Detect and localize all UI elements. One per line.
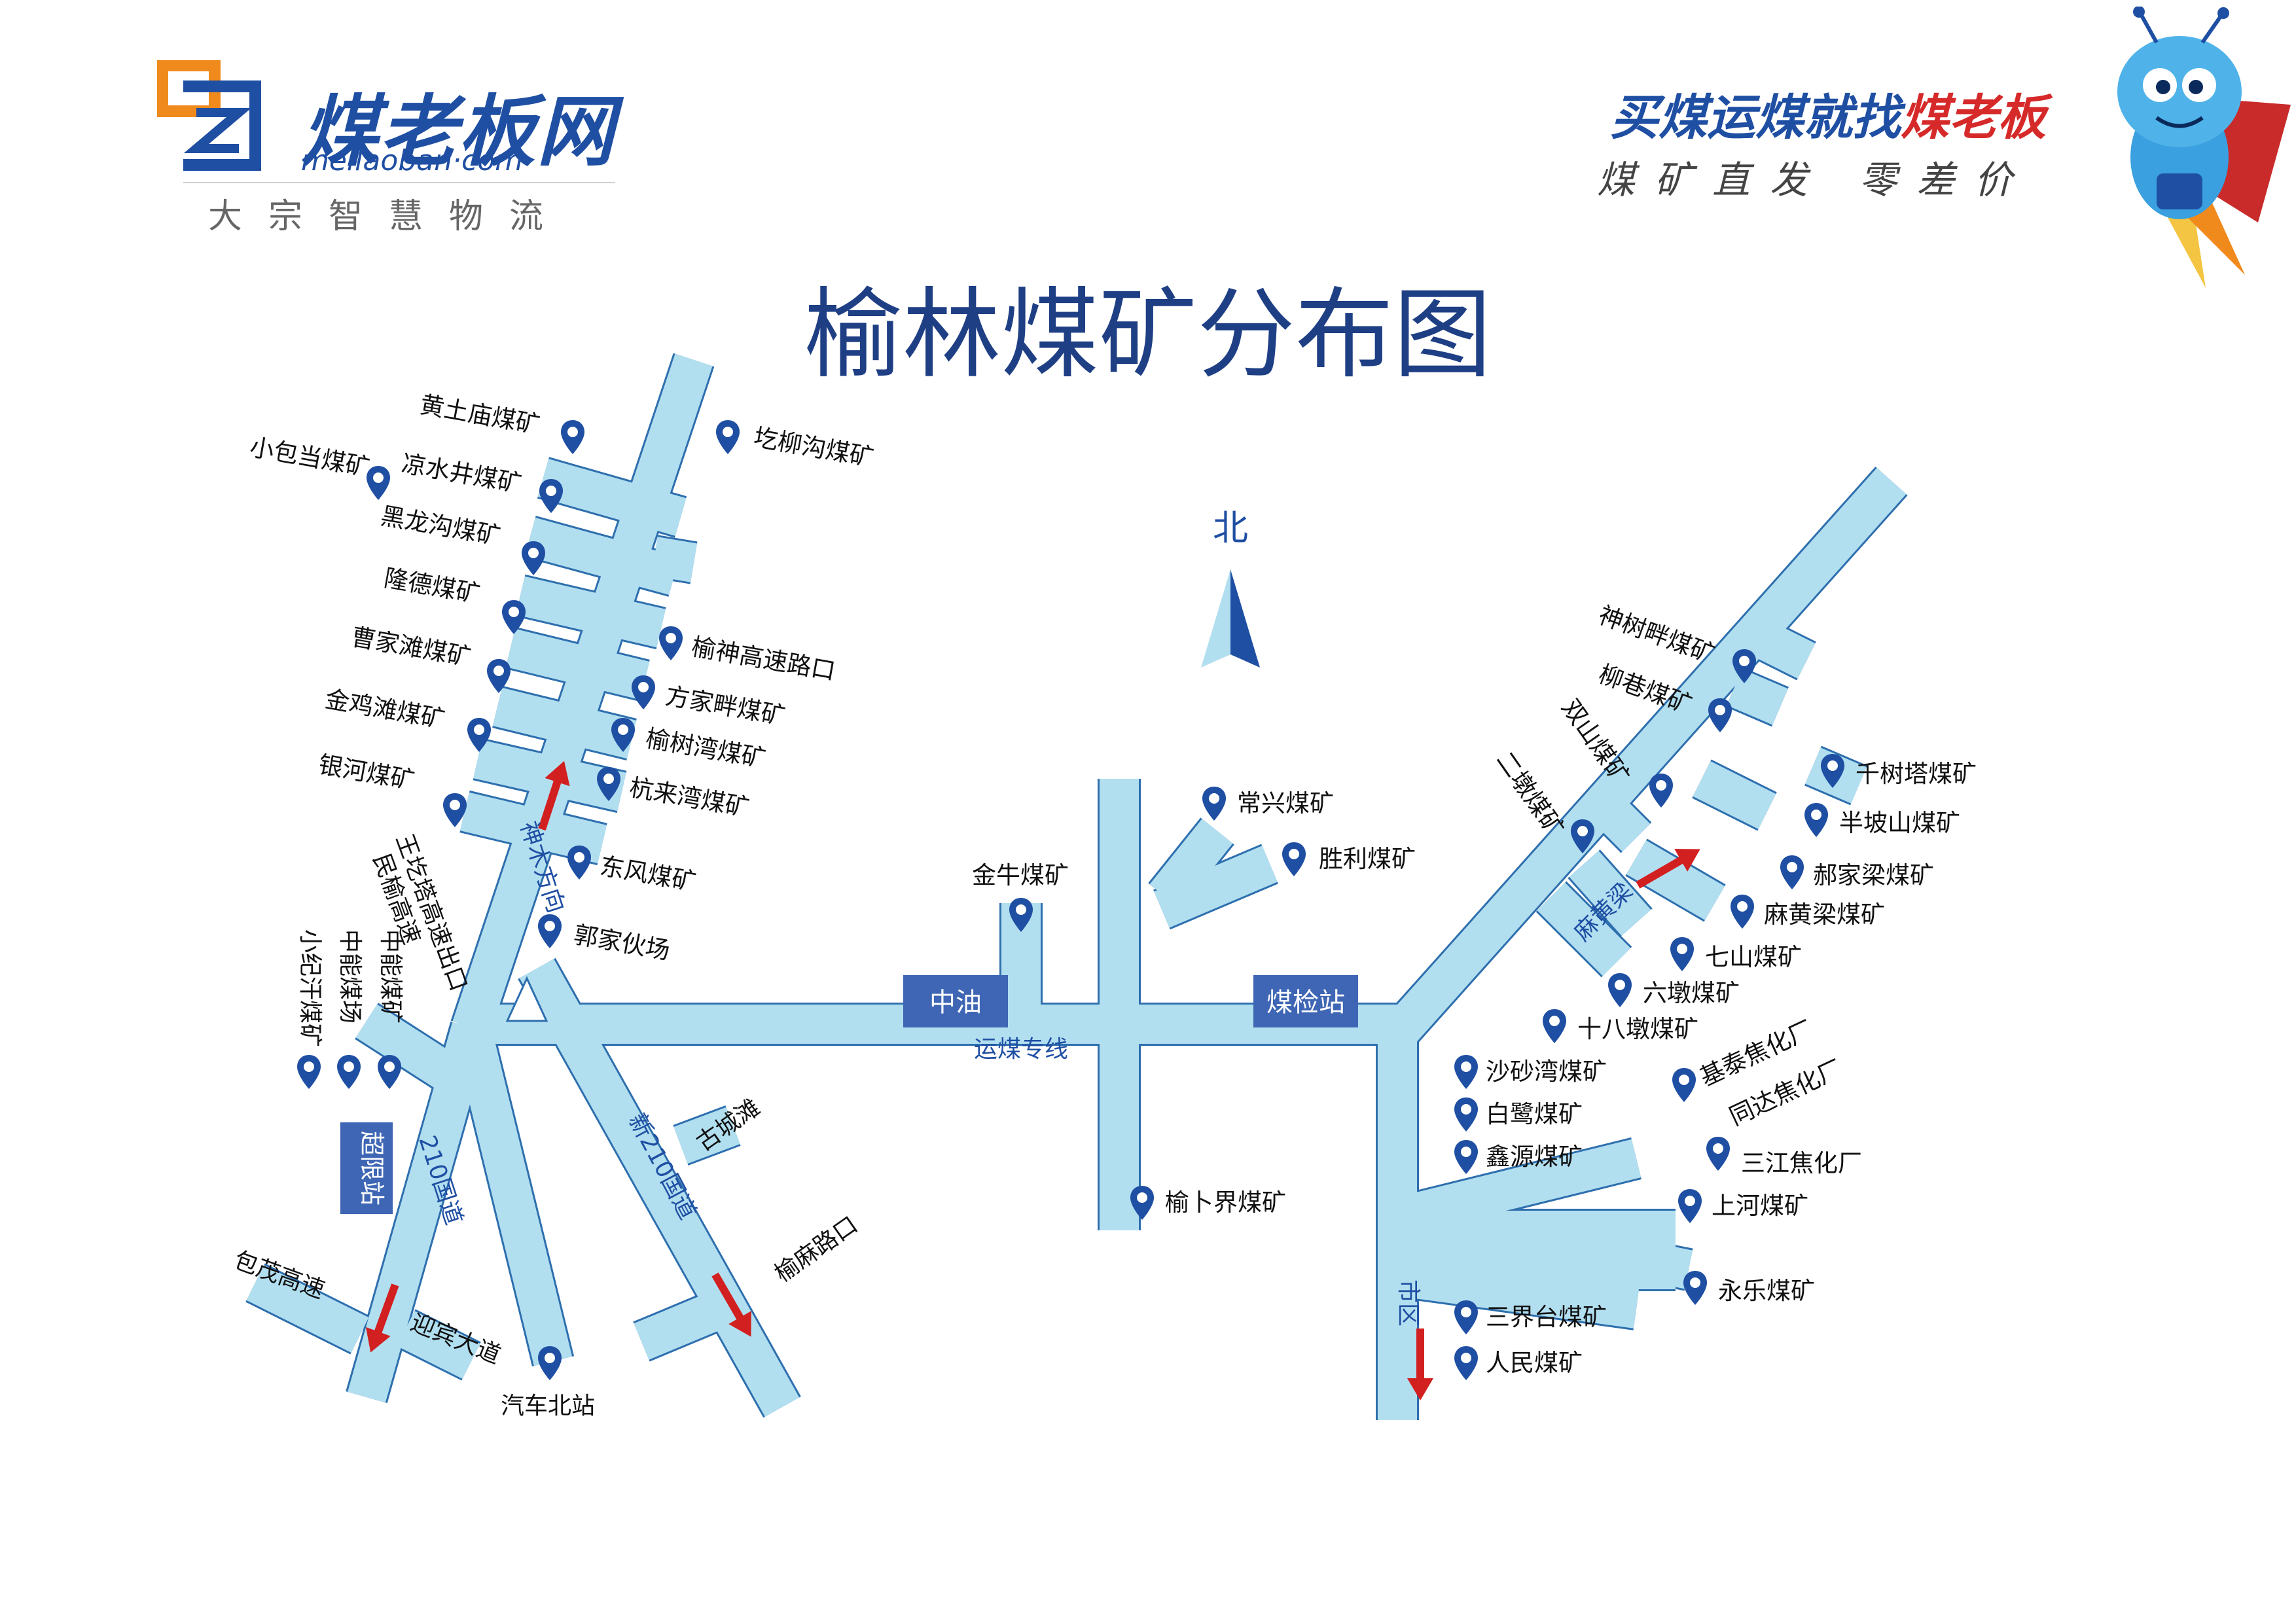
brand-divider: [183, 182, 615, 183]
location-pin-icon: [539, 479, 563, 513]
location-pin-icon: [1454, 1097, 1478, 1132]
station-chaoxianzhan: 超限站: [340, 1122, 393, 1214]
location-pin-icon: [1804, 803, 1828, 837]
road-network: [245, 353, 1908, 1420]
mine-label: 白鹭煤矿: [1486, 1100, 1583, 1128]
slogan-prefix: 买煤运煤就找: [1610, 90, 1901, 146]
mine-label: 郝家梁煤矿: [1813, 861, 1934, 889]
mine-label: 榆卜界煤矿: [1165, 1188, 1286, 1217]
location-pin-icon: [1672, 1068, 1696, 1102]
mine-label: 常兴煤矿: [1237, 789, 1334, 817]
mine-label: 柳巷煤矿: [1595, 660, 1696, 719]
location-pin-icon: [659, 626, 683, 660]
mine-label: 隆德煤矿: [382, 564, 482, 609]
location-pin-icon: [1708, 698, 1732, 732]
brand-logo-icon: [157, 60, 261, 171]
slogan-main: 买煤运煤就找煤老板: [1610, 79, 2046, 149]
mine-label: 榆树湾煤矿: [643, 724, 768, 773]
brand-tagline: 大宗智慧物流: [208, 197, 570, 236]
location-pin-icon: [1202, 787, 1226, 821]
compass-label: 北: [1213, 507, 1248, 548]
location-pin-icon: [1706, 1137, 1730, 1171]
mine-label: 方家畔煤矿: [663, 682, 787, 730]
location-pin-icon: [1780, 855, 1804, 889]
location-pin-icon: [1543, 1009, 1566, 1043]
mine-label: 银河煤矿: [316, 751, 416, 795]
mine-label: 胜利煤矿: [1319, 845, 1416, 873]
compass-arrow-icon: [1201, 569, 1260, 668]
mine-label: 凉水井煤矿: [399, 450, 524, 498]
location-pin-icon: [1454, 1346, 1478, 1380]
station-label: 中油: [929, 988, 982, 1018]
mine-label: 曹家滩煤矿: [349, 623, 473, 671]
station-label: 煤检站: [1266, 988, 1345, 1018]
slogan-brand: 煤老板: [1901, 90, 2046, 146]
mine-label: 三界台煤矿: [1486, 1303, 1607, 1331]
mine-label: 人民煤矿: [1486, 1349, 1583, 1377]
mine-label: 十八墩煤矿: [1577, 1015, 1698, 1043]
location-pin-icon: [1454, 1140, 1478, 1174]
mine-label-vertical: 小纪汗煤矿: [296, 929, 323, 1047]
mine-label-vertical: 中能煤场: [336, 929, 363, 1024]
mine-label: 七山煤矿: [1705, 943, 1802, 971]
location-pin-icon: [1678, 1189, 1702, 1223]
location-pin-icon: [1454, 1300, 1478, 1334]
mine-label: 小包当煤矿: [247, 433, 372, 482]
mine-label: 麻黄梁煤矿: [1764, 901, 1885, 929]
location-pin-icon: [561, 420, 584, 454]
mine-label: 半坡山煤矿: [1839, 809, 1960, 837]
location-pin-icon: [567, 846, 591, 880]
location-pin-icon: [632, 675, 655, 709]
mine-label: 榆神高速路口: [689, 633, 837, 686]
location-pin-icon: [297, 1055, 321, 1089]
road-label-yuma: 榆麻路口: [770, 1211, 863, 1287]
location-pin-icon: [367, 466, 390, 500]
mine-label: 鑫源煤矿: [1486, 1143, 1583, 1171]
location-pin-icon: [1454, 1055, 1478, 1089]
mine-label-vertical: 中能煤矿: [377, 929, 404, 1024]
location-pin-icon: [378, 1055, 401, 1089]
road-label-shiqu: 市区: [1395, 1279, 1422, 1327]
mine-label: 沙砂湾煤矿: [1486, 1058, 1607, 1086]
location-pin-icon: [1670, 937, 1694, 971]
mine-label: 六墩煤矿: [1643, 979, 1740, 1007]
mine-label: 金牛煤矿: [972, 861, 1069, 889]
mascot-icon: [2117, 7, 2291, 288]
station-label: 超限站: [357, 1131, 386, 1205]
mine-label: 千树塔煤矿: [1856, 760, 1977, 788]
brand-name: 煤老板网: [301, 86, 616, 177]
slogan-sub: 煤矿直发 零差价: [1597, 158, 2032, 202]
location-pin-icon: [538, 1346, 562, 1380]
mine-label: 三江焦化厂: [1741, 1149, 1862, 1177]
mine-label: 黄土庙煤矿: [418, 391, 542, 439]
location-pin-icon: [522, 541, 545, 575]
location-pin-icon: [1282, 842, 1306, 876]
mine-label: 神树畔煤矿: [1595, 601, 1719, 669]
location-pin-icon: [1649, 774, 1673, 808]
location-pin-icon: [716, 420, 740, 454]
location-pin-icon: [1608, 973, 1632, 1007]
mine-label: 杭来湾煤矿: [627, 774, 751, 822]
brand-domain: meilaoban·com: [301, 144, 524, 177]
location-pin-icon: [538, 914, 562, 948]
page-title: 榆林煤矿分布图: [804, 278, 1492, 392]
mine-label: 东风煤矿: [598, 852, 698, 897]
location-pin-icon: [1683, 1271, 1707, 1305]
mine-label: 郭家伙场: [571, 921, 672, 965]
mine-label: 金鸡滩煤矿: [323, 685, 447, 734]
mine-label: 上河煤矿: [1712, 1192, 1808, 1220]
mine-label: 圪柳沟煤矿: [751, 423, 876, 472]
location-pin-icon: [337, 1055, 361, 1089]
station-meijianzhan: 煤检站: [1253, 975, 1358, 1027]
mine-label: 二墩煤矿: [1491, 746, 1570, 842]
mine-label: 黑龙沟煤矿: [378, 502, 503, 550]
location-pin-icon: [1731, 895, 1754, 929]
mine-label: 永乐煤矿: [1718, 1277, 1815, 1305]
mine-label: 双山煤矿: [1556, 694, 1635, 789]
road-label-yunmei: 运煤专线: [974, 1036, 1068, 1063]
station-zhongyou: 中油: [903, 975, 1008, 1027]
road-label-bus-north: 汽车北站: [501, 1393, 595, 1419]
